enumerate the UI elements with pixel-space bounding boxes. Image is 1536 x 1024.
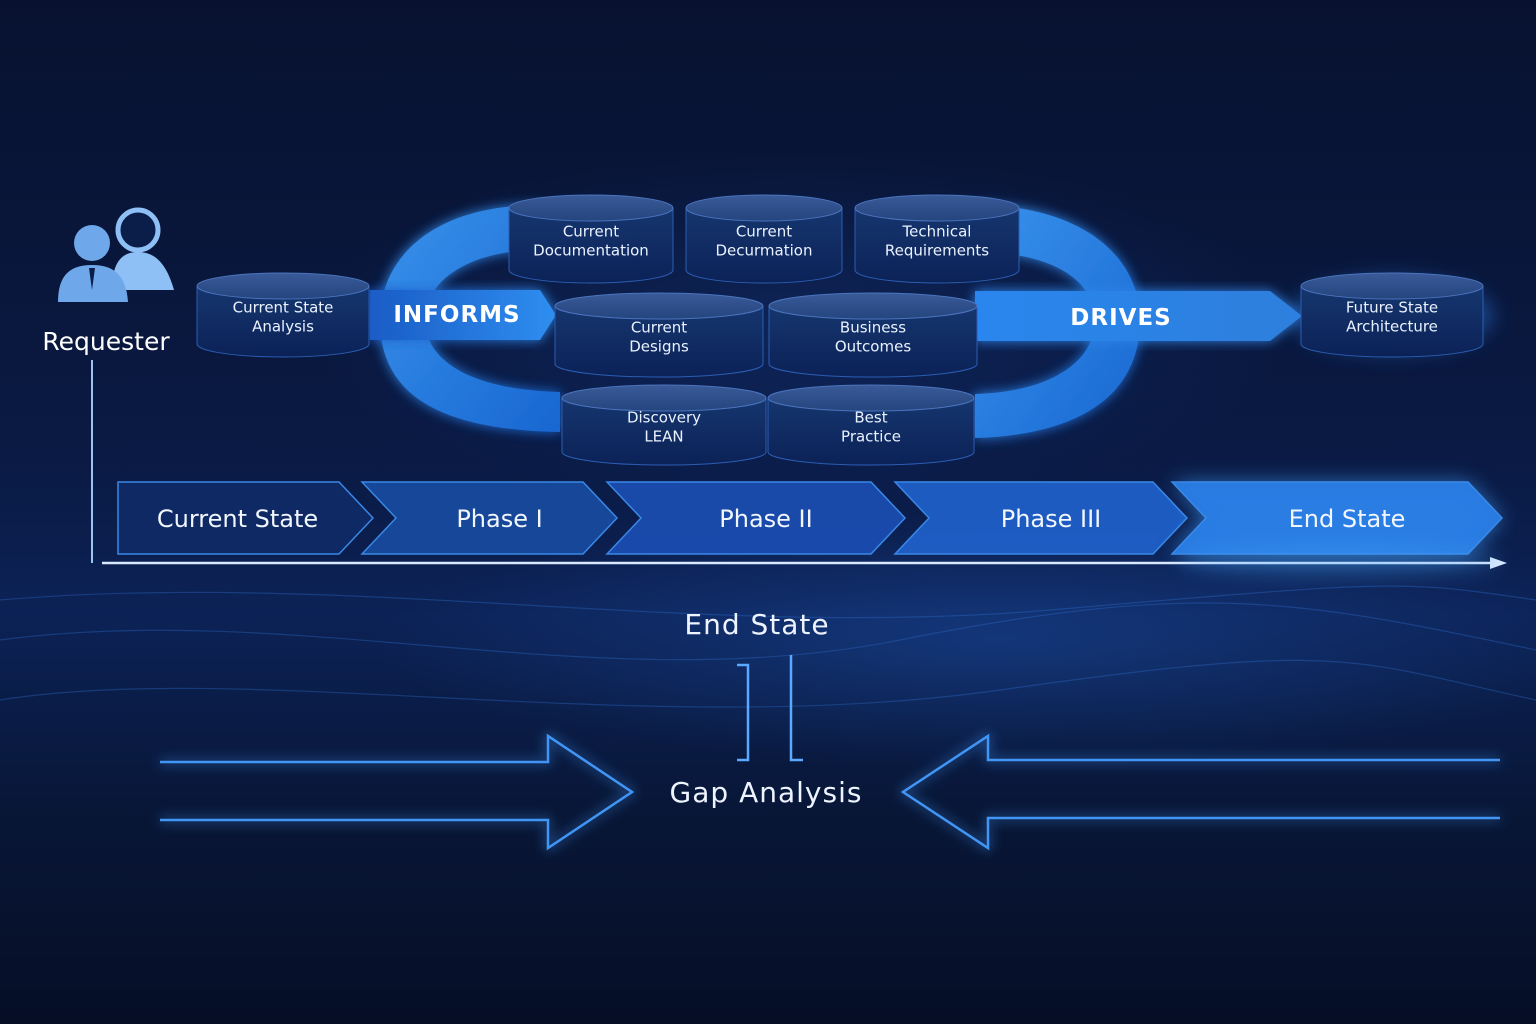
stage-phase-2-label: Phase II: [719, 505, 812, 533]
best-practice-cylinder-line-2: Practice: [841, 428, 901, 446]
stage-phase-1-label: Phase I: [456, 505, 542, 533]
stage-current-state: Current State: [117, 481, 375, 555]
current-state-analysis-node-line-2: Analysis: [252, 318, 314, 336]
stage-phase-3: Phase III: [893, 481, 1189, 555]
current-documentation-cylinder-line-2: Documentation: [533, 242, 649, 260]
stage-current-state-label: Current State: [157, 505, 318, 533]
stage-end-state: End State: [1170, 481, 1504, 555]
gap-arrow-right: [160, 733, 635, 851]
current-designs-cylinder-line-2: Designs: [629, 338, 689, 356]
current-decurmation-cylinder-line-1: Current: [736, 223, 792, 241]
future-state-architecture-node-line-2: Architecture: [1346, 318, 1438, 336]
business-outcomes-cylinder-line-1: Business: [840, 319, 906, 337]
process-ring: [380, 205, 1140, 438]
best-practice-cylinder-line-1: Best: [854, 409, 887, 427]
current-state-analysis-node-line-1: Current State: [233, 299, 334, 317]
stage-phase-3-label: Phase III: [1001, 505, 1102, 533]
drives-label: DRIVES: [1070, 305, 1171, 331]
informs-label: INFORMS: [393, 302, 520, 328]
current-decurmation-cylinder-line-2: Decurmation: [716, 242, 813, 260]
end-state-label: End State: [684, 608, 829, 641]
drives-band: DRIVES: [975, 291, 1302, 341]
technical-requirements-cylinder-line-1: Technical: [902, 223, 972, 241]
users-icon: [58, 207, 174, 302]
discovery-lean-cylinder-line-2: LEAN: [644, 428, 683, 446]
discovery-lean-cylinder-line-1: Discovery: [627, 409, 701, 427]
stage-phase-1: Phase I: [360, 481, 619, 555]
timeline-axis: [102, 546, 1507, 574]
current-documentation-cylinder-line-1: Current: [563, 223, 619, 241]
phase-timeline: Current State Phase I Phase II Phase III End…: [117, 481, 1504, 555]
future-state-architecture-node-line-1: Future State: [1346, 299, 1438, 317]
gap-analysis-label: Gap Analysis: [670, 776, 863, 809]
gap-connector-bracket: [737, 655, 803, 762]
gap-arrow-left: [900, 733, 1500, 851]
technical-requirements-cylinder-line-2: Requirements: [885, 242, 989, 260]
stage-phase-2: Phase II: [605, 481, 907, 555]
requester-label: Requester: [42, 327, 170, 356]
current-designs-cylinder-line-1: Current: [631, 319, 687, 337]
background-waves: [0, 585, 1536, 708]
business-outcomes-cylinder-line-2: Outcomes: [835, 338, 911, 356]
stage-end-state-label: End State: [1289, 505, 1406, 533]
informs-band: INFORMS: [370, 290, 556, 340]
